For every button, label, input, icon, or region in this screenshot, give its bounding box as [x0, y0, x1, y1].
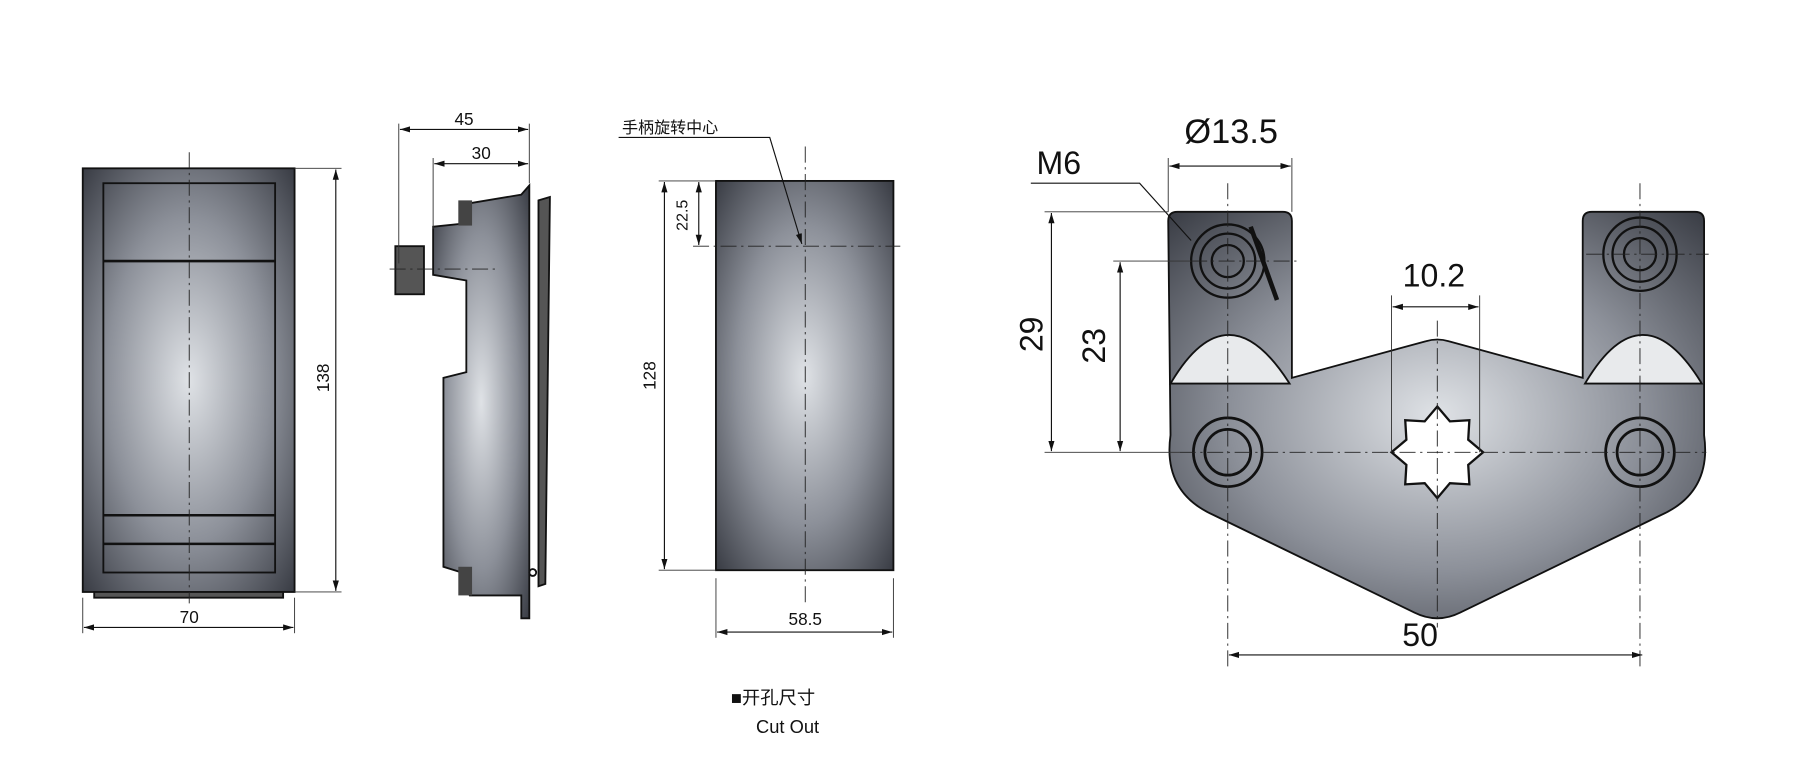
- cut-out-caption-cn: ■开孔尺寸: [731, 687, 815, 708]
- nut: [394, 245, 425, 296]
- height-dim-23: 23: [1076, 328, 1112, 364]
- handle-housing: [81, 167, 296, 593]
- depth-dim-30: 30: [472, 143, 491, 163]
- cut-out-view: 128 22.5 58.5 手柄旋转中心 ■开孔尺寸 Cut Out: [618, 119, 901, 737]
- handle-body-side: [432, 183, 531, 620]
- side-view: 45 30: [389, 109, 551, 620]
- cutout-width-dim-58-5: 58.5: [789, 609, 822, 629]
- thread-label-m6: M6: [1037, 145, 1082, 181]
- height-dim-138: 138: [313, 364, 333, 393]
- cutout-height-dim-128: 128: [639, 361, 659, 390]
- width-dim-70: 70: [180, 607, 199, 627]
- square-dim-10-2: 10.2: [1403, 257, 1465, 293]
- hole-spacing-dim-50: 50: [1402, 617, 1438, 653]
- cut-out-caption-en: Cut Out: [756, 716, 819, 737]
- depth-dim-45: 45: [454, 109, 473, 129]
- height-dim-29: 29: [1013, 317, 1049, 353]
- rotation-center-label: 手柄旋转中心: [622, 119, 718, 137]
- offset-dim-22-5: 22.5: [673, 200, 691, 231]
- front-view: 138 70: [81, 152, 342, 634]
- cam-view: Ø13.5 M6 29 23 10.2 50: [1013, 113, 1709, 670]
- cut-out-panel: [715, 179, 895, 572]
- boss-diameter-dim: Ø13.5: [1184, 113, 1278, 151]
